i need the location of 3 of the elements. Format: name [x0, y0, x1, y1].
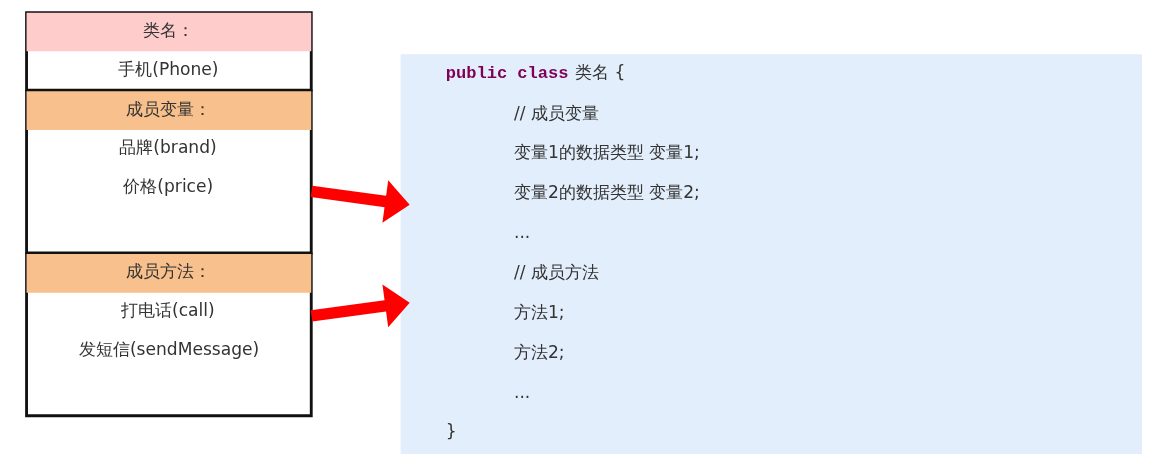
arrow	[310, 180, 410, 223]
node-box: public class 类名 { // 成员变量 变量1的数据类型 变量1; 变量2的数据类型 变量2; ... // 成员方法 方法1; 方法2; ... }	[400, 54, 1142, 454]
arrow	[310, 284, 410, 328]
